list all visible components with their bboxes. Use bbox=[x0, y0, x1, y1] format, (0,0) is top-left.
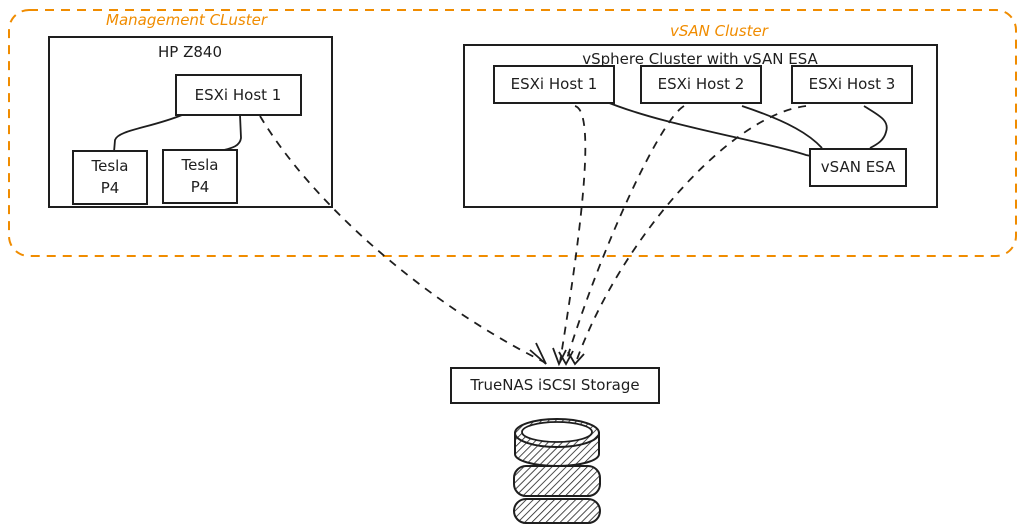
tesla-p4-2-node[interactable]: Tesla P4 bbox=[162, 149, 238, 204]
esxi-host-3-label: ESXi Host 3 bbox=[809, 75, 896, 93]
dashed-edge-esxi2-to-truenas bbox=[565, 105, 685, 363]
management-cluster-label: Management CLuster bbox=[106, 11, 268, 29]
edge-esxi1-vsan bbox=[601, 99, 841, 163]
vsan-esa-label: vSAN ESA bbox=[821, 158, 896, 176]
dashed-edge-esxi1-to-truenas bbox=[559, 105, 587, 363]
arrowheads bbox=[529, 342, 585, 367]
edge-mgmt-esxi-tesla1 bbox=[113, 114, 183, 153]
cluster-group-border bbox=[8, 9, 1017, 257]
tesla-p4-1-node[interactable]: Tesla P4 bbox=[72, 150, 148, 205]
mgmt-esxi-host-1-label: ESXi Host 1 bbox=[195, 86, 282, 104]
truenas-storage-node[interactable]: TrueNAS iSCSI Storage bbox=[450, 367, 660, 404]
tesla-p4-2-label-line2: P4 bbox=[191, 178, 210, 196]
esxi-host-2-label: ESXi Host 2 bbox=[658, 75, 745, 93]
edge-esxi2-vsan bbox=[741, 105, 823, 149]
database-icon bbox=[513, 418, 601, 524]
tesla-p4-2-label-line1: Tesla bbox=[180, 156, 218, 174]
vsan-cluster-label: vSAN Cluster bbox=[670, 22, 769, 40]
truenas-storage-label: TrueNAS iSCSI Storage bbox=[469, 376, 639, 394]
esxi-host-2-node[interactable]: ESXi Host 2 bbox=[640, 65, 762, 104]
vsphere-cluster-label: vSphere Cluster with vSAN ESA bbox=[582, 50, 818, 68]
mgmt-esxi-host-1-node[interactable]: ESXi Host 1 bbox=[175, 74, 302, 116]
vsan-esa-node[interactable]: vSAN ESA bbox=[809, 148, 907, 187]
esxi-host-1-node[interactable]: ESXi Host 1 bbox=[493, 65, 615, 104]
dashed-edge-esxi3-to-truenas bbox=[575, 105, 807, 363]
edge-esxi3-vsan bbox=[863, 105, 888, 149]
esxi-host-1-label: ESXi Host 1 bbox=[511, 75, 598, 93]
tesla-p4-1-label-line2: P4 bbox=[101, 179, 120, 197]
esxi-host-3-node[interactable]: ESXi Host 3 bbox=[791, 65, 913, 104]
hp-z840-label: HP Z840 bbox=[158, 43, 222, 61]
tesla-p4-1-label-line1: Tesla bbox=[90, 157, 128, 175]
